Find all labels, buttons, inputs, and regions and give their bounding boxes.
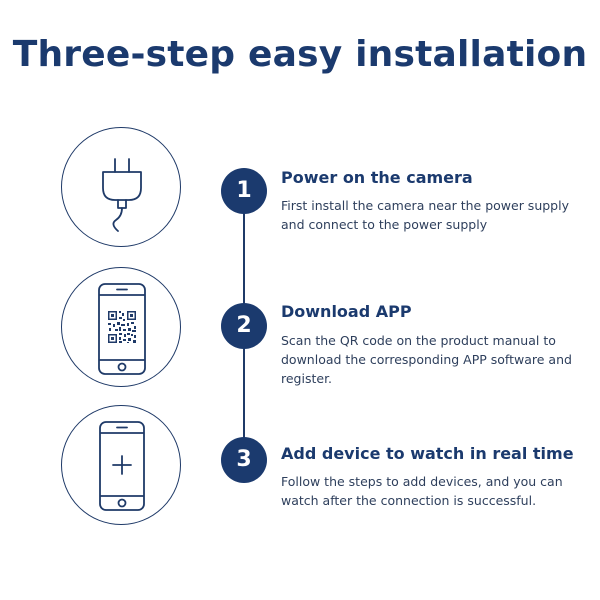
step-3-description: Follow the steps to add devices, and you…: [281, 474, 563, 508]
step-3-title: Add device to watch in real time: [281, 444, 574, 463]
phone-qr-code-icon: [98, 283, 146, 375]
step-1-icon-circle: [61, 127, 181, 247]
step-2-description: Scan the QR code on the product manual t…: [281, 333, 572, 386]
power-plug-icon: [102, 158, 142, 232]
page-title: Three-step easy installation: [12, 34, 588, 75]
phone-add-icon: [99, 421, 145, 511]
step-3-number-badge: 3: [221, 437, 267, 483]
step-1-description: First install the camera near the power …: [281, 198, 569, 232]
step-1-number-badge: 1: [221, 168, 267, 214]
step-1-title: Power on the camera: [281, 168, 473, 187]
step-2-icon-circle: [61, 267, 181, 387]
step-2-number-badge: 2: [221, 303, 267, 349]
step-2-title: Download APP: [281, 302, 412, 321]
step-3-icon-circle: [61, 405, 181, 525]
